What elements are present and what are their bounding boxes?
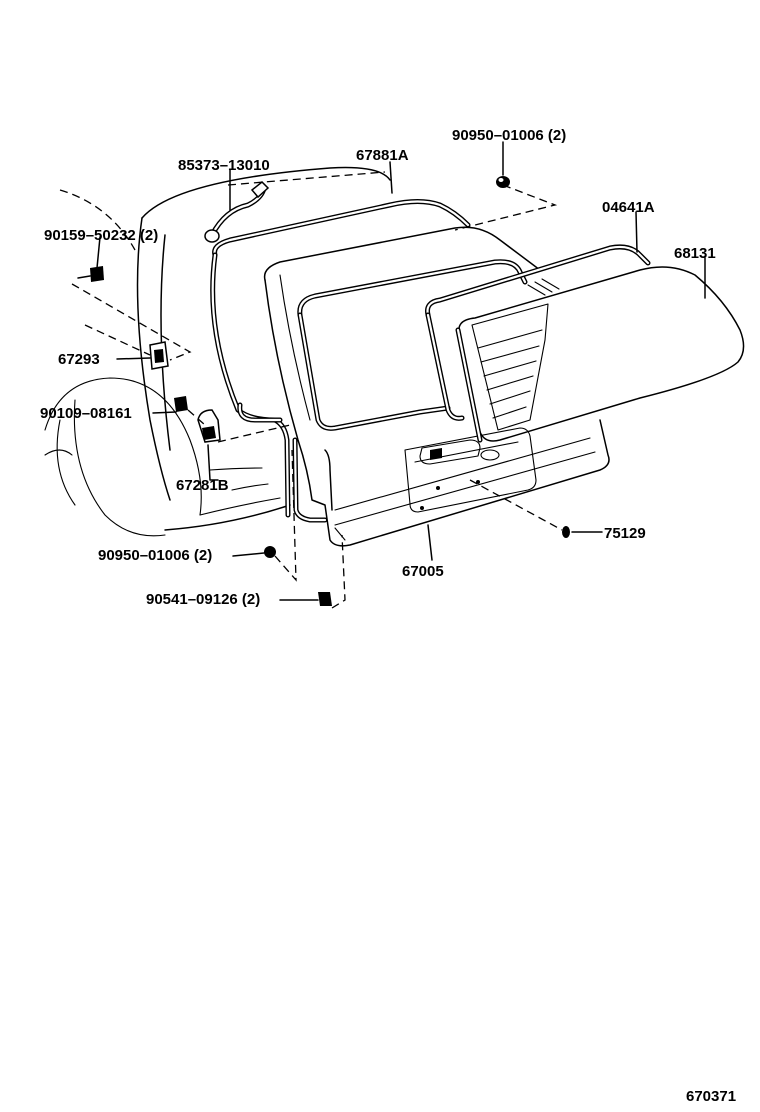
part-label-67281b: 67281B <box>176 477 229 494</box>
back-door-window-frame <box>297 259 528 431</box>
hinge-67293 <box>149 341 169 370</box>
part-label-90159: 90159–50232 (2) <box>44 227 158 244</box>
assembly-dashed-lines <box>71 171 563 609</box>
plug-75129 <box>562 526 570 538</box>
grommet-top <box>496 176 510 188</box>
part-label-67005: 67005 <box>402 563 444 580</box>
part-label-04641a: 04641A <box>602 199 655 216</box>
washer-hose-85373 <box>204 180 283 423</box>
part-label-90109: 90109–08161 <box>40 405 132 422</box>
part-label-90950-top: 90950–01006 (2) <box>452 127 566 144</box>
part-label-75129: 75129 <box>604 525 646 542</box>
vehicle-body-outline <box>44 166 391 537</box>
leader-lines <box>96 141 706 601</box>
part-label-90541: 90541–09126 (2) <box>146 591 260 608</box>
part-label-67293: 67293 <box>58 351 100 368</box>
back-door-glass-68131 <box>455 266 745 443</box>
back-door-panel-67005 <box>263 226 610 547</box>
back-door-glass-molding-04641a <box>425 244 651 421</box>
screw-90109 <box>174 396 188 412</box>
part-labels: 85373–13010 67881A 90950–01006 (2) 04641… <box>40 127 716 608</box>
bolt-90159 <box>77 266 104 282</box>
part-label-85373: 85373–13010 <box>178 157 270 174</box>
part-label-67881a: 67881A <box>356 147 409 164</box>
clip-90950-bottom <box>264 546 276 558</box>
part-label-90950-bottom: 90950–01006 (2) <box>98 547 212 564</box>
hinge-67281b <box>197 409 221 443</box>
part-label-68131: 68131 <box>674 245 716 262</box>
back-door-weatherstrip-67881a <box>210 199 471 523</box>
diagram-code: 670371 <box>686 1088 736 1105</box>
clip-90541 <box>318 592 332 606</box>
